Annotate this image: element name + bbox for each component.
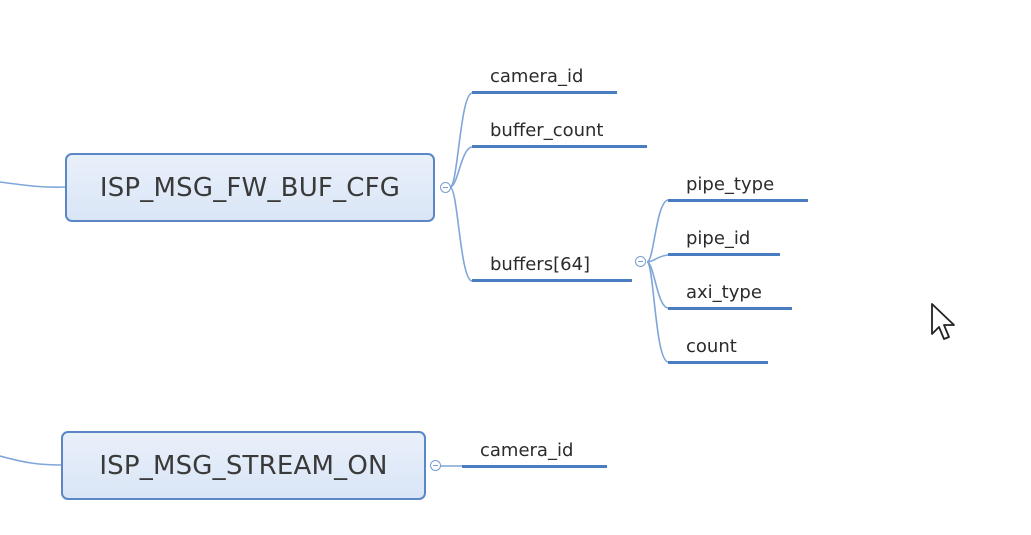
subtopic-label: axi_type — [686, 282, 762, 303]
connector-count — [646, 261, 669, 363]
subtopic-pipe-id[interactable]: pipe_id — [668, 226, 780, 256]
subtopic-label: camera_id — [490, 66, 584, 87]
connector-buffer-count — [449, 146, 473, 188]
connector-pipe-id — [646, 254, 669, 263]
topic-isp-msg-stream-on[interactable]: ISP_MSG_STREAM_ON — [61, 431, 426, 500]
subtopic-label: pipe_type — [686, 174, 775, 195]
connector-camera-id — [449, 92, 473, 188]
topic-label: ISP_MSG_FW_BUF_CFG — [99, 172, 401, 203]
subtopic-count[interactable]: count — [668, 334, 768, 364]
subtopic-stream-camera-id[interactable]: camera_id — [462, 438, 607, 468]
connector-pipe-type — [646, 199, 669, 263]
connector-buffers — [449, 186, 473, 282]
collapse-toggle-icon[interactable] — [430, 460, 441, 471]
topic-isp-msg-fw-buf-cfg[interactable]: ISP_MSG_FW_BUF_CFG — [65, 153, 435, 222]
subtopic-camera-id[interactable]: camera_id — [472, 64, 617, 94]
subtopic-label: camera_id — [480, 440, 574, 461]
subtopic-label: pipe_id — [686, 228, 751, 249]
subtopic-buffer-count[interactable]: buffer_count — [472, 118, 647, 148]
mouse-cursor-icon — [931, 303, 955, 340]
subtopic-axi-type[interactable]: axi_type — [668, 280, 792, 310]
subtopic-label: buffer_count — [490, 120, 604, 141]
subtopic-pipe-type[interactable]: pipe_type — [668, 172, 808, 202]
subtopic-label: buffers[64] — [490, 254, 591, 275]
connector-to-stream-on — [0, 455, 63, 466]
subtopic-label: count — [686, 336, 737, 357]
collapse-toggle-icon[interactable] — [440, 182, 451, 193]
subtopic-buffers[interactable]: buffers[64] — [472, 252, 632, 282]
connector-to-fw-buf-cfg — [0, 181, 68, 189]
topic-label: ISP_MSG_STREAM_ON — [99, 450, 388, 481]
collapse-toggle-icon[interactable] — [635, 256, 646, 267]
